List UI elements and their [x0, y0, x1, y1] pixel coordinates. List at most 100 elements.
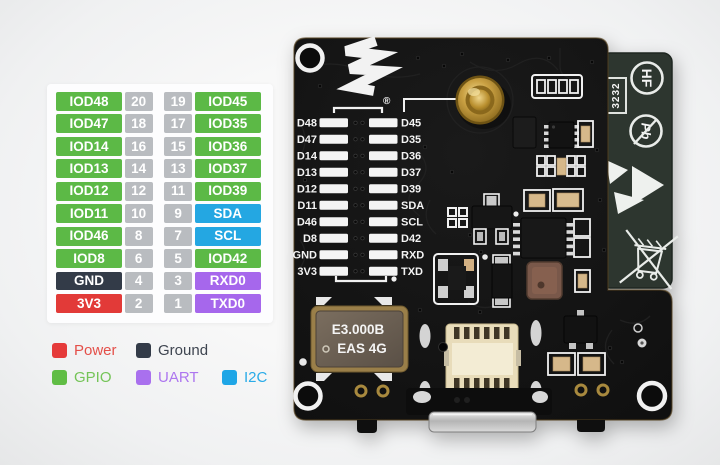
waveshare-logo-icon: ® — [336, 36, 403, 107]
pin-label-cell: 3V3 — [56, 294, 122, 313]
pin-label-cell: IOD12 — [56, 181, 122, 201]
crystal-marking-line1: E3.000B — [332, 322, 385, 337]
silk-ring — [633, 323, 643, 333]
small-ic — [512, 116, 537, 149]
pin-label: D11 — [297, 200, 317, 212]
ground-color-swatch — [136, 343, 151, 358]
header-2x2-outline — [447, 207, 468, 228]
soic8-ic — [544, 121, 579, 149]
pin-label-cell: IOD47 — [56, 114, 122, 134]
pin-label: SCL — [401, 217, 423, 229]
logo-triangles-icon — [606, 160, 664, 214]
via-dots — [300, 51, 625, 365]
silk-bracket-bottom — [334, 276, 388, 283]
chip-capacitor — [556, 157, 567, 176]
pin-number-cell: 5 — [164, 249, 193, 268]
footprint-outline-b — [536, 155, 586, 177]
pin-number-cell: 3 — [164, 271, 193, 291]
pin-label: D12 — [297, 184, 317, 196]
pin-label: RXD — [401, 250, 424, 262]
pin-number-cell: 10 — [124, 204, 153, 224]
antenna-connector — [455, 75, 511, 129]
legend-item-gpio: GPIO — [52, 369, 112, 386]
board-hole — [438, 342, 448, 352]
pin-row: IOD8 6 5 IOD42 — [56, 249, 263, 268]
pin-label-cell: IOD14 — [56, 136, 122, 156]
capacitor-outlined — [577, 120, 594, 148]
pin-label-cell: SCL — [194, 226, 261, 246]
fpc-connector — [419, 320, 542, 399]
pin-label-cell: RXD0 — [194, 271, 261, 291]
pin-number-cell: 9 — [164, 204, 193, 224]
pin-row: IOD12 12 11 IOD39 — [56, 181, 263, 201]
pin-number-cell: 17 — [164, 114, 193, 134]
pin-row: IOD47 18 17 IOD35 — [56, 114, 263, 134]
pin-number-cell: 13 — [164, 159, 193, 179]
pin-label-cell: IOD11 — [56, 204, 122, 224]
crystal-marking-line2: EAS 4G — [337, 341, 387, 356]
pin-label-cell: IOD36 — [194, 136, 261, 156]
pin-label: D48 — [297, 118, 317, 130]
pin-label-cell: TXD0 — [194, 294, 261, 313]
pin-label: D47 — [297, 134, 317, 146]
legend-label: Ground — [158, 342, 209, 359]
pin-label-cell: IOD35 — [194, 114, 261, 134]
pin-label-cell: SDA — [194, 204, 261, 224]
weee-bin-icon — [619, 229, 679, 290]
legend-item-ground: Ground — [136, 342, 208, 359]
pin-row: 3V3 2 1 TXD0 — [56, 294, 263, 313]
crystal-corner-marks — [316, 297, 392, 381]
silk-dot — [299, 358, 307, 366]
pin-number-cell: 11 — [164, 181, 193, 201]
pinout-table: IOD48 20 19 IOD45 IOD47 18 17 IOD35 IOD1… — [56, 92, 263, 317]
pin-label: D13 — [297, 167, 317, 179]
registered-mark: ® — [383, 96, 391, 107]
right-cap-outlines — [573, 218, 591, 293]
pin-label: D14 — [297, 151, 318, 163]
pin-row: GND 4 3 RXD0 — [56, 271, 263, 291]
pin-label-cell: IOD48 — [56, 92, 122, 111]
pin-label-cell: GND — [56, 271, 122, 291]
pin-label: D35 — [401, 134, 421, 146]
legend-label: Power — [74, 342, 117, 359]
pin-label: 3V3 — [297, 266, 317, 278]
power-color-swatch — [52, 343, 67, 358]
legend-item-power: Power — [52, 342, 117, 359]
pinout-table-card: IOD48 20 19 IOD45 IOD47 18 17 IOD35 IOD1… — [47, 84, 273, 323]
pin-number-cell: 14 — [124, 159, 153, 179]
pin-label: D42 — [401, 233, 421, 245]
silk-dot — [482, 254, 488, 260]
pin-number-cell: 18 — [124, 114, 153, 134]
mounting-holes — [293, 43, 668, 412]
pin-label: D37 — [401, 167, 421, 179]
hf-mark-icon: HF — [630, 61, 664, 95]
vertical-diode — [491, 254, 513, 308]
pin-label: SDA — [401, 200, 424, 212]
pin-row: IOD14 16 15 IOD36 — [56, 136, 263, 156]
pin-label-cell: IOD39 — [194, 181, 261, 201]
silk-bracket-top — [332, 106, 384, 113]
capacitor-pair — [523, 188, 584, 212]
usb-connector — [406, 388, 552, 433]
pin-label-cell: IOD45 — [194, 92, 261, 111]
legend-item-i2c: I2C — [222, 369, 267, 386]
footprint-outline-a — [531, 74, 583, 99]
pin-label: D46 — [297, 217, 317, 229]
pin-label: TXD — [401, 266, 423, 278]
pin-label: D36 — [401, 151, 421, 163]
crystal-oscillator: E3.000B EAS 4G — [310, 297, 409, 381]
pin-number-cell: 12 — [124, 181, 153, 201]
legend-label: UART — [158, 369, 199, 386]
pin-label-cell: IOD13 — [56, 159, 122, 179]
pin-row: IOD46 8 7 SCL — [56, 226, 263, 246]
pin-label: D45 — [401, 118, 421, 130]
bridge-component — [433, 253, 479, 305]
lead-free-mark-icon: Pb — [629, 114, 663, 148]
batch-code: 3232 — [611, 82, 622, 108]
pin-label: D8 — [303, 233, 317, 245]
mounting-hole — [636, 380, 668, 412]
pin-row: IOD48 20 19 IOD45 — [56, 92, 263, 111]
chip-capacitor — [577, 273, 588, 289]
pin-number-cell: 2 — [124, 294, 153, 313]
